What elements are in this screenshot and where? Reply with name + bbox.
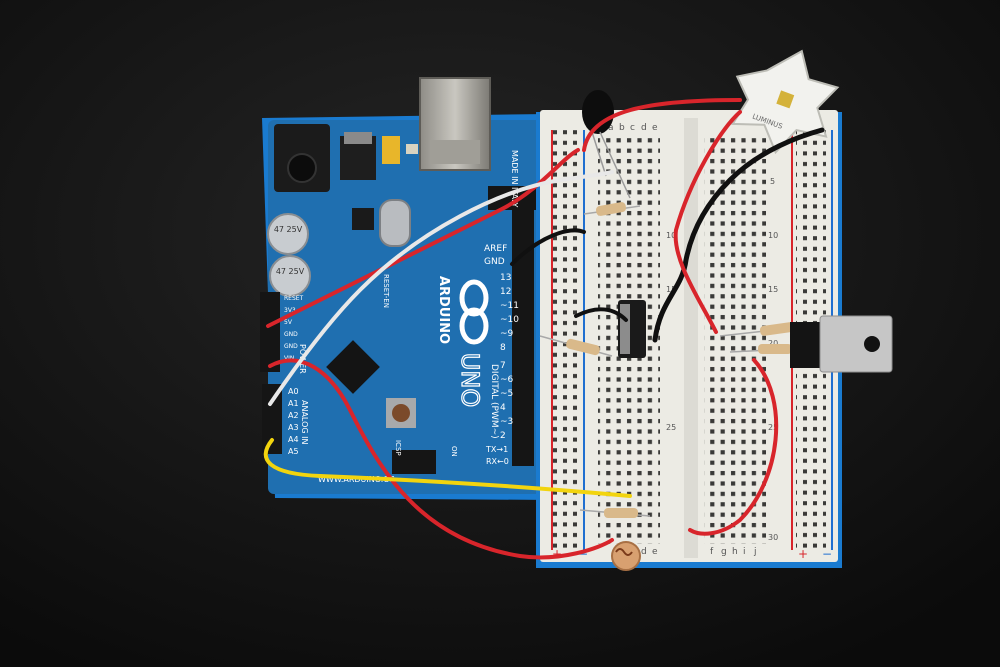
pin-3: ~3 — [500, 417, 513, 427]
row-10: 10 — [768, 231, 778, 240]
pin-gnd-2: GND — [284, 343, 298, 350]
resistor-bottom — [579, 508, 651, 518]
pin-12: 12 — [500, 287, 511, 297]
pin-a0: A0 — [288, 387, 299, 396]
cap-label-2: 47 25V — [276, 267, 305, 276]
plus-right: + — [798, 547, 808, 561]
plus-left: + — [552, 547, 562, 561]
row-15-left: 15 — [666, 285, 676, 294]
pin-5v: 5V — [284, 319, 293, 326]
capacitor-1: 47 25V — [267, 213, 309, 255]
row-20: 20 — [768, 339, 778, 348]
atmega-chip — [326, 340, 380, 394]
resistor-top — [583, 202, 641, 216]
row-5: 5 — [770, 177, 775, 186]
power-header — [260, 292, 280, 372]
pin-reset: RESET — [284, 295, 304, 302]
letter-b: b — [619, 123, 625, 133]
letter-h: h — [732, 547, 738, 557]
arduino-logo: ARDUINO — [436, 276, 489, 345]
pin-4: 4 — [500, 403, 506, 413]
pin-a3: A3 — [288, 423, 299, 432]
pin-9: ~9 — [500, 329, 514, 339]
pin-2: 2 — [500, 431, 506, 441]
analog-header — [262, 384, 282, 454]
letter-e-bottom: e — [652, 547, 658, 557]
resistor-mid — [539, 335, 613, 357]
on-label: ON — [450, 446, 458, 457]
red-wire-bottom-right — [688, 358, 779, 536]
yellow-wire — [263, 438, 632, 498]
white-wire — [268, 170, 614, 406]
gnd-label: GND — [484, 257, 505, 267]
capacitor-2: 47 25V — [269, 255, 311, 297]
row-10-left: 10 — [666, 231, 676, 240]
pin-rx0: RX←0 — [486, 457, 509, 466]
red-wire-analog — [268, 358, 614, 560]
mosfet — [790, 315, 893, 373]
pin-8: 8 — [500, 343, 506, 353]
red-wire-5v — [266, 148, 580, 328]
minus-right: − — [822, 547, 832, 561]
letter-f: f — [710, 547, 714, 557]
pin-3v3: 3V3 — [284, 307, 296, 314]
right-terminal-strip — [704, 134, 766, 544]
pin-tx1: TX→1 — [485, 445, 508, 454]
pin-a5: A5 — [288, 447, 299, 456]
pin-5: ~5 — [500, 389, 513, 399]
letter-c: c — [630, 123, 635, 133]
row-25-left: 25 — [666, 423, 676, 432]
pin-gnd-1: GND — [284, 331, 298, 338]
digital-pin-labels: 13 12 ~11 ~10 ~9 8 7 ~6 ~5 4 ~3 2 TX→1 R… — [485, 273, 519, 466]
row-15: 15 — [768, 285, 778, 294]
pin-a4: A4 — [288, 435, 299, 444]
ir-sensor — [582, 90, 631, 199]
cap-label-1: 47 25V — [274, 225, 303, 234]
letter-d: d — [641, 123, 647, 133]
red-wire-led — [582, 98, 742, 152]
pin-a2: A2 — [288, 411, 299, 420]
row-30: 30 — [768, 533, 778, 542]
letter-a: a — [608, 123, 614, 133]
black-wire-gnd — [510, 228, 586, 266]
arduino-model: UNO — [456, 353, 484, 407]
arduino-board: 47 25V 47 25V ARDUINO UNO — [260, 77, 552, 500]
icsp-label: ICSP — [394, 440, 402, 456]
red-wire-led-twisted — [673, 110, 742, 334]
letter-d-bottom: d — [641, 547, 647, 557]
arduino-brand: ARDUINO — [436, 276, 451, 344]
letter-e: e — [652, 123, 658, 133]
pin-7: 7 — [500, 361, 506, 371]
digital-header — [512, 200, 534, 466]
analog-pin-labels: A0 A1 A2 A3 A4 A5 — [288, 387, 299, 456]
aref-label: AREF — [484, 244, 507, 254]
digital-label: DIGITAL (PWM~) — [489, 364, 499, 439]
letter-g: g — [721, 547, 727, 557]
pin-6: ~6 — [500, 375, 514, 385]
pin-a1: A1 — [288, 399, 299, 408]
black-wire-short — [574, 307, 628, 322]
pin-10: ~10 — [500, 315, 519, 325]
photoresistor — [611, 541, 641, 571]
black-wire-led — [652, 127, 825, 343]
made-in-label: MADE IN ITALY — [510, 150, 519, 208]
jumper-wires — [263, 98, 825, 560]
letter-j: j — [753, 547, 757, 557]
letter-i: i — [743, 547, 746, 557]
pin-13: 13 — [500, 273, 511, 283]
minus-left: − — [578, 547, 588, 561]
reset-en-label: RESET-EN — [382, 274, 390, 308]
row-25: 25 — [768, 423, 778, 432]
pin-11: ~11 — [500, 301, 519, 311]
analog-label: ANALOG IN — [300, 400, 309, 445]
